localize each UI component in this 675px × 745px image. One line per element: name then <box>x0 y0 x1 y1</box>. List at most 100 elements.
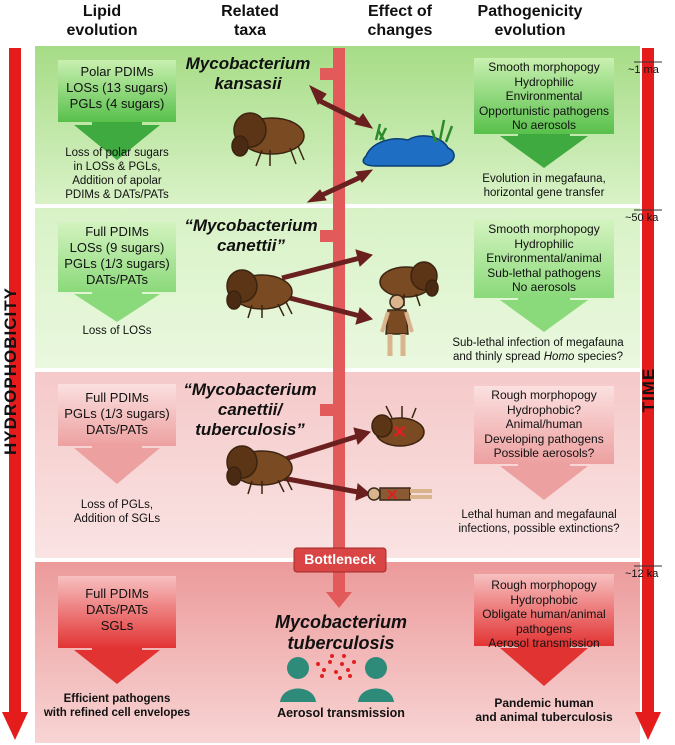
header-effect-line1: Effect of <box>368 3 432 20</box>
header-patho-line1: Pathogenicity <box>477 3 583 20</box>
patho-4-line-4: pathogens <box>515 621 573 636</box>
time-label: TIME <box>639 367 658 413</box>
patho-outcome-2-pre: and thinly spread <box>452 351 544 363</box>
header-effect-of-changes: Effect of changes <box>350 2 450 40</box>
patho-box-3 <box>474 386 614 464</box>
lipid-arrow-1 <box>74 122 160 160</box>
patho-3-line-1: Rough morphopogy <box>491 388 597 402</box>
taxon-3-line-2: canettii/ <box>217 400 283 419</box>
central-lineage-arrow-head <box>326 592 352 608</box>
lipid-outcome-2: Loss of LOSs <box>40 324 194 338</box>
patho-2-line-2: Hydrophilic <box>514 236 574 251</box>
patho-outcome-3: Lethal human and megafaunal infections, … <box>446 508 632 536</box>
patho-arrow-3 <box>500 464 588 500</box>
human-lying-icon: ✕ <box>367 487 432 504</box>
patho-box-4-text: Rough morphopogy Hydrophobic Obligate hu… <box>474 578 614 651</box>
lipid-1-line-1: Polar PDIMs <box>80 64 154 79</box>
patho-outcome-1-line-1: Evolution in megafauna, <box>482 173 606 185</box>
bison-icon-3 <box>379 261 439 307</box>
header-lipid-line2: evolution <box>66 22 138 39</box>
bottleneck-label: Bottleneck <box>304 551 376 567</box>
patho-1-line-4: Opportunistic pathogens <box>478 103 610 118</box>
patho-4-line-3: Obligate human/animal <box>482 607 606 621</box>
lipid-arrow-4 <box>74 648 160 684</box>
patho-2-line-3: Environmental/animal <box>486 251 602 265</box>
patho-box-2 <box>474 220 614 298</box>
taxon-2: “Mycobacterium canettii” <box>176 216 326 256</box>
taxon-1: Mycobacterium kansasii <box>178 54 318 94</box>
bottleneck-box <box>293 547 387 573</box>
lipid-outcome-1-line-3: Addition of apolar <box>72 175 162 187</box>
patho-2-line-4: Sub-lethal pathogens <box>487 265 601 280</box>
patho-4-line-1: Rough morphopogy <box>491 578 597 592</box>
lipid-box-2 <box>58 222 176 292</box>
lipid-4-line-3: SGLs <box>100 618 134 633</box>
lipid-outcome-4-line-1: Efficient pathogens <box>63 693 171 705</box>
lipid-1-line-2: LOSs (13 sugars) <box>66 80 168 95</box>
patho-box-1-text: Smooth morphopogy Hydrophilic Environmen… <box>474 60 614 133</box>
lipid-outcome-1-line-1: Loss of polar sugars <box>65 147 169 159</box>
lipid-outcome-3-line-1: Loss of PGLs, <box>80 499 154 511</box>
lipid-box-3-text: Full PDIMs PGLs (1/3 sugars) DATs/PATs <box>58 390 176 438</box>
patho-box-2-text: Smooth morphopogy Hydrophilic Environmen… <box>474 222 614 295</box>
lipid-box-4-text: Full PDIMs DATs/PATs SGLs <box>58 586 176 634</box>
lipid-4-line-1: Full PDIMs <box>85 586 149 601</box>
lipid-box-3 <box>58 384 176 446</box>
patho-2-line-1: Smooth morphopogy <box>488 222 600 236</box>
lipid-arrow-3 <box>74 446 160 484</box>
lipid-2-line-2: LOSs (9 sugars) <box>69 240 165 255</box>
lipid-2-line-3: PGLs (1/3 sugars) <box>64 256 170 271</box>
bison-icon-1 <box>231 112 305 167</box>
lipid-1-line-3: PGLs (4 sugars) <box>69 96 165 111</box>
time-arrow-head <box>635 712 661 740</box>
taxon-1-line-1: Mycobacterium <box>185 54 311 73</box>
time-arrow-shaft <box>642 48 654 718</box>
svg-text:✕: ✕ <box>392 422 407 442</box>
patho-1-line-3: Environmental <box>505 89 583 103</box>
taxon-3: “Mycobacterium canettii/ tuberculosis” <box>170 380 330 440</box>
lipid-box-2-text: Full PDIMs LOSs (9 sugars) PGLs (1/3 sug… <box>58 224 176 288</box>
svg-text:✕: ✕ <box>386 487 399 504</box>
header-taxa-line2: taxa <box>233 22 267 39</box>
lipid-arrow-2 <box>74 292 160 322</box>
patho-outcome-1: Evolution in megafauna, horizontal gene … <box>458 172 630 200</box>
header-effect-line2: changes <box>367 22 433 39</box>
lipid-outcome-4: Efficient pathogens with refined cell en… <box>36 692 198 720</box>
lipid-3-line-3: DATs/PATs <box>85 422 149 437</box>
central-lineage-line <box>333 48 345 596</box>
lipid-3-line-2: PGLs (1/3 sugars) <box>64 406 170 421</box>
taxon-1-line-2: kansasii <box>214 74 282 93</box>
patho-outcome-4-line-2: and animal tuberculosis <box>475 710 613 724</box>
effect-arrows-band-3 <box>281 427 371 501</box>
patho-1-line-2: Hydrophilic <box>514 74 574 89</box>
branch-stub-2 <box>320 230 334 242</box>
patho-outcome-2-line-2: and thinly spread Homo species? <box>440 350 636 364</box>
patho-outcome-2: Sub-lethal infection of megafauna and th… <box>440 336 636 364</box>
patho-arrow-1 <box>500 134 588 168</box>
lipid-outcome-3-line-2: Addition of SGLs <box>73 513 161 525</box>
taxon-4-line-1: Mycobacterium <box>274 612 408 632</box>
header-taxa-line1: Related <box>221 3 279 20</box>
hydrophobicity-arrow-shaft <box>9 48 21 718</box>
patho-outcome-2-line-1: Sub-lethal infection of megafauna <box>452 337 624 349</box>
header-lipid-line1: Lipid <box>82 3 122 20</box>
patho-3-line-5: Possible aerosols? <box>493 446 595 460</box>
patho-3-line-2: Hydrophobic? <box>506 402 582 417</box>
dead-bison-icon: ✕ <box>371 405 425 447</box>
branch-stub-3 <box>320 404 334 416</box>
patho-outcome-1-line-2: horizontal gene transfer <box>483 187 605 199</box>
lipid-outcome-2-line-1: Loss of LOSs <box>82 325 152 337</box>
effect-arrows-band-1 <box>306 84 374 203</box>
patho-outcome-2-italic: Homo <box>543 351 575 363</box>
taxon-3-line-1: “Mycobacterium <box>183 380 317 399</box>
branch-stub-1 <box>320 68 334 80</box>
human-standing-icon <box>380 294 414 356</box>
patho-outcome-3-line-1: Lethal human and megafaunal <box>461 509 617 521</box>
bison-icon-2 <box>226 269 293 319</box>
lipid-outcome-1-line-2: in LOSs & PGLs, <box>73 161 161 173</box>
taxon-2-line-2: canettii” <box>216 236 286 255</box>
patho-3-line-3: Animal/human <box>505 417 583 431</box>
header-lipid-evolution: Lipid evolution <box>52 2 152 40</box>
patho-3-line-4: Developing pathogens <box>484 431 604 446</box>
